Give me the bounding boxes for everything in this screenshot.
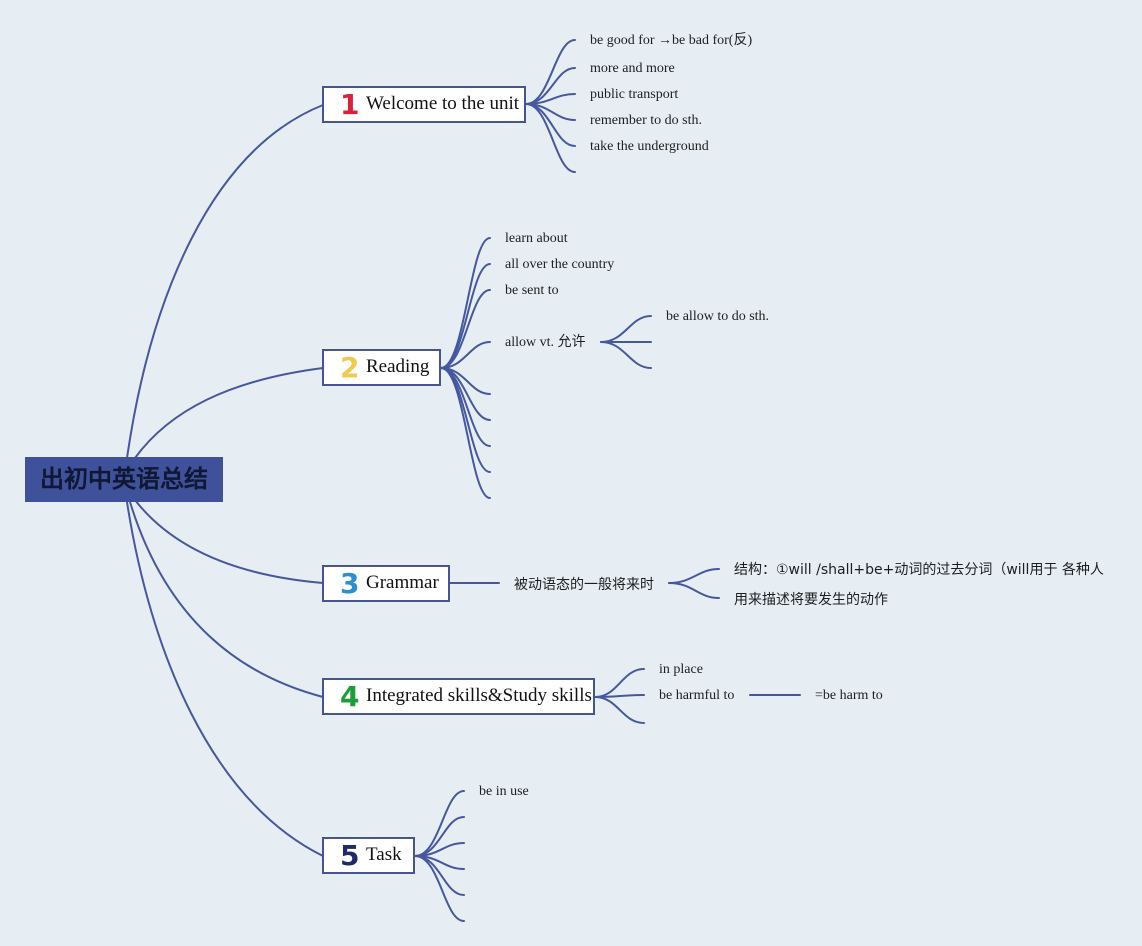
leaf-1-2[interactable]: more and more (590, 61, 675, 76)
leaf-4-1[interactable]: in place (659, 662, 703, 677)
leaf-2-3[interactable]: be sent to (505, 283, 559, 298)
leaf-2-4[interactable]: allow vt. 允许 (505, 335, 586, 350)
leaf-2-2[interactable]: all over the country (505, 257, 615, 272)
link-root-topic3 (134, 499, 324, 584)
link-root-topic4 (129, 501, 324, 698)
leaf-2-1[interactable]: learn about (505, 231, 568, 246)
number-4-icon: 4 (340, 680, 360, 713)
topic-5-node[interactable]: 5 Task (322, 837, 415, 874)
number-3-icon: 3 (340, 567, 360, 600)
leaf-4-2[interactable]: be harmful to (659, 688, 735, 703)
topic-3-label: Grammar (366, 572, 439, 593)
topic-2-node[interactable]: 2 Reading (322, 349, 441, 386)
topic-1-node[interactable]: 1 Welcome to the unit (322, 86, 526, 123)
leaf-3-1[interactable]: 被动语态的一般将来时 (514, 577, 654, 593)
topic-4-node[interactable]: 4 Integrated skills&Study skills (322, 678, 595, 715)
topic-1-label: Welcome to the unit (366, 93, 520, 114)
link-root-topic2 (134, 367, 324, 459)
topic5-branches (414, 790, 465, 922)
leaf-2-4-sub[interactable]: be allow to do sth. (666, 309, 770, 324)
topic2-branches (440, 237, 652, 499)
leaf-1-5[interactable]: take the underground (590, 139, 709, 154)
number-1-icon: 1 (340, 88, 360, 121)
link-root-topic1 (126, 104, 324, 459)
leaf-1-1[interactable]: be good for →be bad for(反) (590, 33, 753, 48)
topic-5-label: Task (366, 844, 402, 865)
leaf-3-1-structure[interactable]: 结构：①will /shall+be+动词的过去分词（will用于 各种人 (734, 562, 1104, 578)
leaf-3-1-usage[interactable]: 用来描述将要发生的动作 (734, 592, 888, 608)
link-root-topic5 (126, 501, 324, 857)
leaf-5-1[interactable]: be in use (479, 784, 529, 799)
topic4-branches (594, 668, 801, 724)
topic3-branches (449, 568, 720, 599)
root-node[interactable]: 出初中英语总结 (25, 457, 223, 502)
topic-3-node[interactable]: 3 Grammar (322, 565, 450, 602)
leaf-4-2-sub[interactable]: =be harm to (815, 688, 883, 703)
topic-2-label: Reading (366, 356, 430, 377)
leaf-1-4[interactable]: remember to do sth. (590, 113, 702, 128)
leaf-1-3[interactable]: public transport (590, 87, 679, 102)
number-5-icon: 5 (340, 839, 360, 872)
number-2-icon: 2 (340, 351, 360, 384)
topic-4-label: Integrated skills&Study skills (366, 685, 592, 706)
topic1-branches (525, 39, 576, 173)
